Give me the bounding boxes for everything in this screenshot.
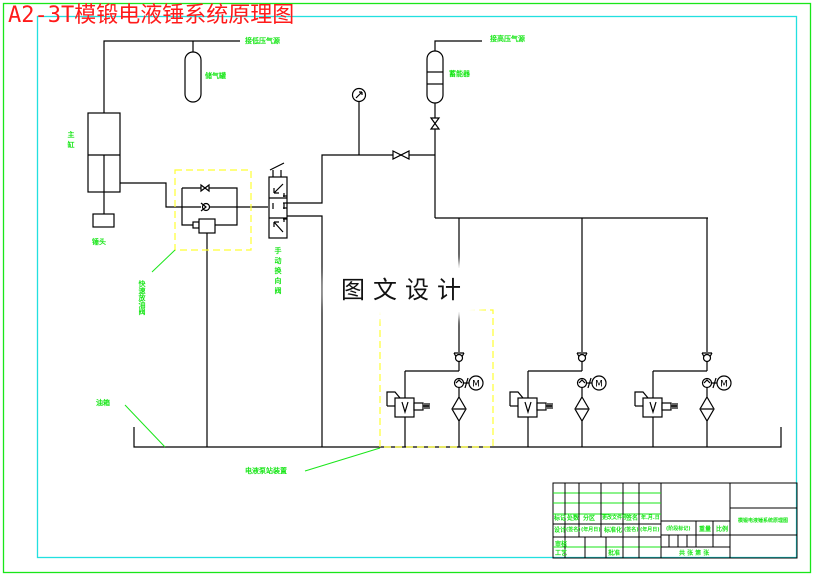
pump-icon — [453, 377, 465, 389]
quick-release-valve-group — [181, 183, 268, 447]
filter-icon — [699, 388, 715, 447]
return-line — [133, 427, 782, 448]
quick-valve-highlight-box — [174, 169, 252, 251]
coupling — [464, 377, 469, 389]
pump-unit-2: M — [509, 218, 607, 447]
tb-review: 审核 — [555, 541, 568, 548]
tb-count: 处数 — [567, 515, 580, 522]
label-accumulator: 蓄能器 — [449, 70, 470, 78]
main-cylinder — [87, 112, 121, 228]
title-block — [552, 482, 798, 559]
label-hammer-head: 锤头 — [92, 238, 106, 246]
gas-line-left — [103, 40, 240, 113]
tb-design-date: (年月日) — [581, 527, 601, 533]
solenoid-icon — [661, 402, 672, 411]
tb-drawing-name: 模锻电液锤系统原理图 — [738, 518, 789, 524]
motor-label: M — [472, 380, 480, 390]
tb-change-doc: 更改文件号 — [602, 515, 628, 521]
shutoff-valve-vertical — [429, 117, 441, 130]
spring-icon — [671, 403, 678, 409]
tb-approve: 批准 — [608, 550, 621, 557]
label-main-cylinder: 主缸 — [67, 131, 75, 151]
label-low-pressure-gas: 接低压气源 — [245, 37, 280, 45]
label-pump-station: 电液泵站装置 — [245, 467, 287, 475]
pilot-line — [386, 391, 401, 406]
pump-unit-3: M — [634, 218, 732, 447]
relief-valve-icon — [517, 397, 538, 418]
check-valve-ball — [454, 353, 464, 363]
relief-valve-icon — [642, 397, 663, 418]
pump-unit-1: M — [386, 218, 484, 447]
filter-icon — [451, 388, 467, 447]
relief-valve-arrow — [401, 401, 409, 415]
leader-quick-valve — [151, 249, 176, 273]
spring-icon — [546, 403, 553, 409]
label-high-pressure-gas: 接高压气源 — [490, 35, 525, 43]
tb-design: 设计 — [554, 527, 567, 534]
spring-icon — [423, 403, 430, 409]
gas-line-right — [434, 40, 482, 51]
motor-label: M — [720, 380, 728, 390]
drawing-title: A2-3T模锻电液锤系统原理图 — [8, 3, 295, 28]
leader-pump-station — [304, 447, 381, 472]
inner-border — [36, 15, 798, 559]
tb-stage-mark: (阶段标记) — [666, 526, 691, 532]
pilot-line — [509, 391, 524, 406]
relief-valve-icon — [394, 397, 415, 418]
check-valve-ball — [577, 353, 587, 363]
motor-icon — [591, 375, 607, 391]
pressure-gauge — [351, 87, 367, 155]
label-manual-valve: 手动换向阀 — [274, 247, 282, 297]
label-quick-release-valve: 快速放油阀 — [138, 280, 146, 315]
relief-valve-arrow — [649, 401, 657, 415]
relief-valve-arrow — [524, 401, 532, 415]
tb-signature: 签名 — [626, 515, 639, 522]
tb-sheets: 共 张 第 张 — [679, 550, 710, 557]
tb-date: 年.月.日 — [641, 515, 660, 521]
line-cyl-to-valve — [120, 182, 201, 208]
tb-weight: 重量 — [699, 526, 712, 533]
tb-mark: 标记 — [554, 515, 567, 522]
motor-icon — [468, 375, 484, 391]
label-oil-tank: 油箱 — [96, 399, 110, 407]
accumulator — [426, 50, 444, 104]
pump-icon — [576, 377, 588, 389]
check-valve-ball — [702, 353, 712, 363]
air-bottle — [184, 51, 202, 103]
solenoid-icon — [536, 402, 547, 411]
tb-design-sign: (签名) — [566, 527, 581, 533]
pilot-line — [634, 391, 649, 406]
shutoff-valve-horizontal — [392, 150, 410, 160]
coupling — [712, 377, 717, 389]
motor-icon — [716, 375, 732, 391]
tb-std-sign: (签名) — [624, 527, 639, 533]
tb-standardization: 标准化 — [604, 527, 623, 534]
motor-label: M — [595, 380, 603, 390]
label-air-bottle: 储气罐 — [205, 72, 226, 80]
manual-directional-valve — [268, 154, 435, 447]
tb-scale: 比例 — [716, 526, 729, 533]
watermark: 图文设计 — [330, 268, 480, 312]
pump-arrow — [578, 379, 586, 384]
leader-oil-tank — [124, 404, 166, 448]
solenoid-icon — [413, 402, 424, 411]
tb-process: 工艺 — [555, 550, 568, 557]
pump-arrow — [703, 379, 711, 384]
pump-arrow — [455, 379, 463, 384]
tb-std-date: (年月日) — [640, 527, 660, 533]
pump-icon — [701, 377, 713, 389]
tb-zone: 分区 — [583, 515, 596, 522]
coupling — [587, 377, 592, 389]
filter-icon — [574, 388, 590, 447]
